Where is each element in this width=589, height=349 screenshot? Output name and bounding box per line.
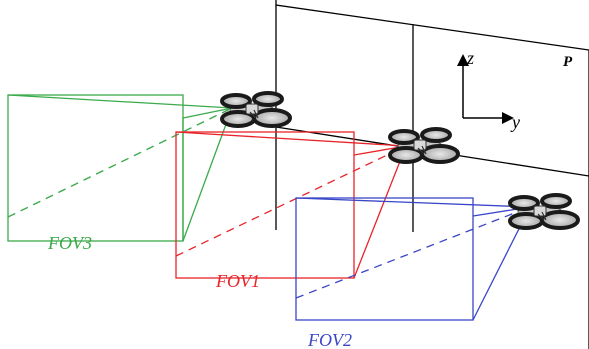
fov1-label: FOV1	[215, 271, 260, 291]
fov3-frustum	[7, 94, 233, 242]
axes-indicator	[457, 54, 514, 124]
fov1-frustum	[175, 131, 407, 279]
drone-1	[388, 127, 460, 164]
plane-label: P	[563, 54, 573, 70]
z-axis-label: z	[466, 48, 474, 68]
drone-2	[508, 193, 580, 230]
fov3-label: FOV3	[47, 233, 92, 253]
plane-p	[275, 0, 589, 349]
y-axis-label: y	[510, 112, 520, 132]
drone-3	[220, 91, 292, 128]
fov2-label: FOV2	[307, 330, 352, 349]
